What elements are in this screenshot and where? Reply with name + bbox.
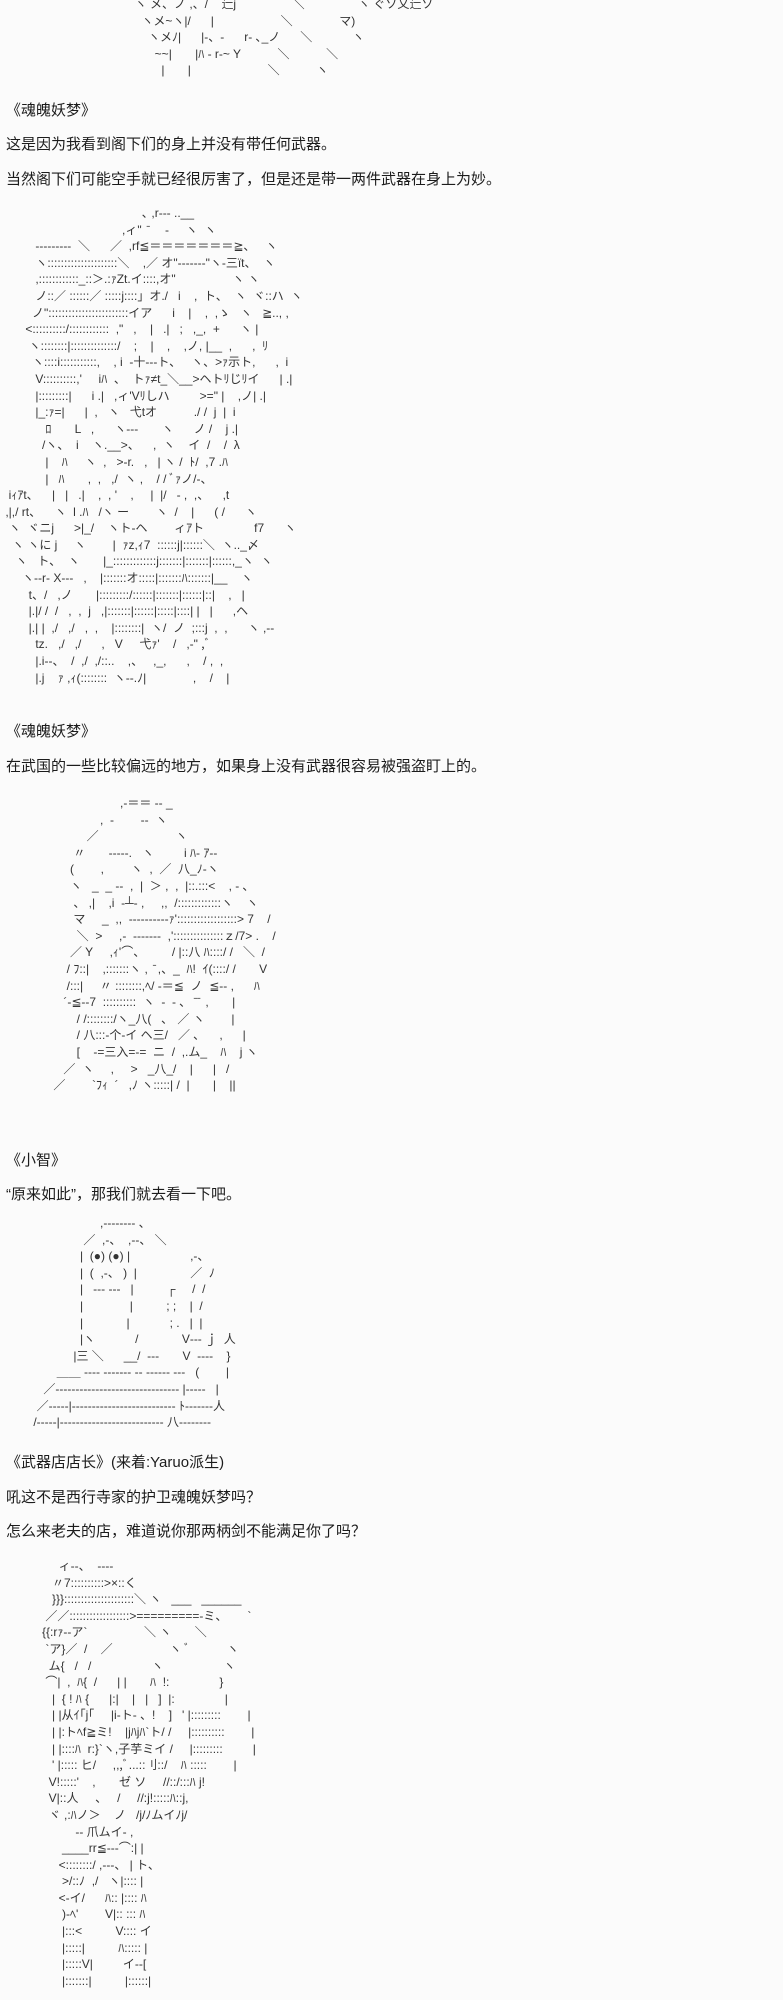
speaker-label: 《魂魄妖梦》: [6, 723, 97, 740]
ascii-art-shopkeeper: ィ‐‐、 ‐‐‐‐ 〃7::::::::::>×::く }}}:::::::::…: [42, 1559, 256, 1988]
dialogue-line: 在武国的一些比较偏远的地方，如果身上没有武器很容易被强盗盯上的。: [6, 758, 487, 775]
ascii-art-youmu-2: ,‐＝＝ ‐‐ _ , ‐ ‐‐ ヽ ／ ヽ 〃 ‐‐‐‐-. ヽ i ﾊ‐ ｱ…: [53, 796, 276, 1093]
dialogue-line: “原来如此”，那我们就去看一下吧。: [6, 1186, 241, 1203]
dialogue-line: 这是因为我看到阁下们的身上并没有带任何武器。: [6, 136, 337, 153]
dialogue-line: 怎么来老夫的店，难道说你那两柄剑不能满足你了吗？: [6, 1523, 367, 1540]
speaker-label: 《魂魄妖梦》: [6, 102, 97, 119]
dialogue-line: 当然阁下们可能空手就已经很厉害了，但是还是带一两件武器在身上为妙。: [6, 171, 502, 188]
ascii-art-top: ヽ メ、ノ ,、/ 辷j ＼ ヽ ぐソ乂辷ソ ヽメ~ヽ|/ | ＼ マ) ヽメﾉ…: [134, 0, 434, 78]
ascii-art-xiaozhi: ,‐‐‐‐‐‐‐‐ 、 ／ ,‐、 ,‐‐、 ＼ | (●) (●) | ,‐、…: [33, 1216, 236, 1430]
ascii-art-youmu-1: ､ ,r‐‐- ..__ ,ィ" ̄ ‐ ヽ ヽ ‐‐‐‐‐‐‐‐‐ ＼ ／ ,…: [5, 206, 303, 685]
dialogue-line: 吼这不是西行寺家的护卫魂魄妖梦吗？: [6, 1489, 262, 1506]
speaker-label: 《小智》: [6, 1152, 67, 1169]
speaker-label: 《武器店店长》(来着:Yaruo派生): [6, 1454, 225, 1471]
